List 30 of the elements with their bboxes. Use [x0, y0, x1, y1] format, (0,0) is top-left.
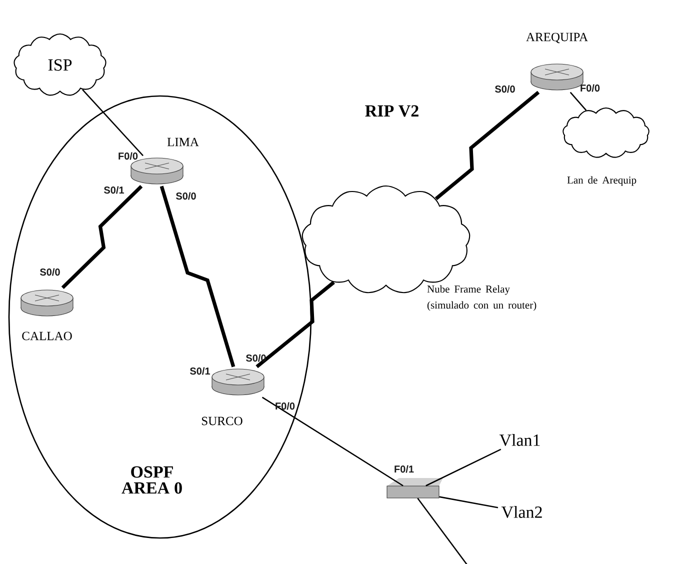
link-line — [82, 89, 144, 156]
link-line — [570, 92, 587, 111]
area-label: OSPF AREA 0 — [122, 466, 182, 494]
switch-icon — [386, 478, 443, 498]
interface-label: S0/0 — [40, 268, 60, 276]
serial-link — [434, 90, 540, 200]
serial-link — [61, 184, 143, 290]
interface-label: F0/1 — [394, 465, 414, 473]
link-line — [262, 396, 404, 486]
interface-label: S0/0 — [495, 85, 515, 93]
cloud-label: Lan de Arequip — [567, 176, 636, 186]
serial-link — [256, 280, 335, 368]
link-line — [417, 498, 469, 564]
link-line — [439, 496, 498, 508]
interface-label: F0/0 — [580, 84, 600, 92]
vlan-label: Vlan1 — [499, 434, 540, 446]
interface-label: S0/1 — [104, 186, 124, 194]
interface-label: S0/0 — [176, 192, 196, 200]
cloud-label: Nube Frame Relay (simulado con un router) — [427, 285, 536, 311]
router-name: CALLAO — [22, 332, 72, 340]
protocol-label: RIP V2 — [365, 105, 418, 117]
vlan-label: Vlan2 — [501, 506, 542, 518]
interface-label: S0/1 — [190, 367, 210, 375]
router-name: LIMA — [167, 138, 199, 146]
router-name: AREQUIPA — [526, 32, 588, 44]
interface-label: F0/0 — [118, 152, 138, 160]
interface-label: F0/0 — [276, 402, 295, 410]
serial-link — [160, 186, 236, 368]
link-line — [426, 448, 502, 486]
router-name: SURCO — [202, 416, 242, 426]
